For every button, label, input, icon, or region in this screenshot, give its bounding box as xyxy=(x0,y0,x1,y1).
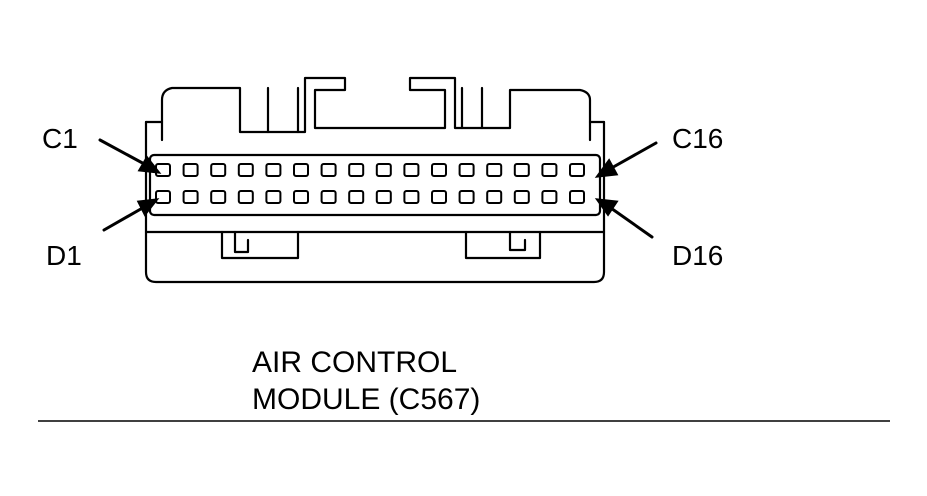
pin-d12 xyxy=(458,190,475,204)
pin-c15 xyxy=(541,163,558,177)
arrow-c1-line xyxy=(98,138,150,168)
housing-top-shell xyxy=(160,76,592,142)
pin-c8 xyxy=(348,163,365,177)
arrow-c16-line xyxy=(606,141,658,172)
label-d16: D16 xyxy=(672,240,723,271)
label-c16: C16 xyxy=(672,123,723,154)
arrow-c16-head xyxy=(594,158,619,178)
pin-c13 xyxy=(486,163,503,177)
pin-c11 xyxy=(431,163,447,177)
pin-d8 xyxy=(348,190,365,204)
pin-d14 xyxy=(513,190,530,204)
pin-row-d xyxy=(155,190,585,204)
pin-d4 xyxy=(237,190,254,204)
latch-left xyxy=(266,86,300,134)
pin-c14 xyxy=(513,163,530,177)
label-c1: C1 xyxy=(42,123,78,154)
arrow-d1-head xyxy=(136,198,160,217)
pin-c12 xyxy=(458,163,475,177)
pin-d13 xyxy=(486,190,503,204)
latch-right xyxy=(460,86,484,130)
label-d1: D1 xyxy=(46,240,82,271)
arrow-d16-head xyxy=(594,198,619,217)
pin-row-c xyxy=(155,163,585,177)
pin-d9 xyxy=(375,190,392,204)
caption-line-1: AIR CONTROL xyxy=(252,346,457,379)
pin-c16 xyxy=(569,163,585,177)
pin-d3 xyxy=(210,190,227,204)
pin-d6 xyxy=(293,190,309,204)
pin-d16 xyxy=(569,190,585,204)
caption-line-2: MODULE (C567) xyxy=(252,383,480,416)
housing-body-outline xyxy=(144,120,606,284)
pin-d15 xyxy=(541,190,558,204)
pin-d2 xyxy=(182,190,199,204)
pin-c6 xyxy=(293,163,309,177)
pin-c5 xyxy=(265,163,282,177)
arrow-d16-line xyxy=(606,204,654,239)
pin-c4 xyxy=(237,163,254,177)
pin-c2 xyxy=(182,163,199,177)
leader-arrows xyxy=(98,138,658,239)
arrow-c1-head xyxy=(137,155,162,174)
foot-right xyxy=(464,230,542,260)
pin-d1 xyxy=(155,190,171,204)
pin-cavity-frame xyxy=(148,153,602,217)
pin-c3 xyxy=(210,163,227,177)
connector-housing xyxy=(144,76,606,284)
pin-d11 xyxy=(431,190,447,204)
arrow-d1-line xyxy=(102,204,148,232)
foot-left xyxy=(220,230,300,260)
pin-c9 xyxy=(375,163,392,177)
pin-d7 xyxy=(320,190,337,204)
pin-c10 xyxy=(403,163,420,177)
pin-c7 xyxy=(320,163,337,177)
pin-d5 xyxy=(265,190,282,204)
pin-d10 xyxy=(403,190,420,204)
